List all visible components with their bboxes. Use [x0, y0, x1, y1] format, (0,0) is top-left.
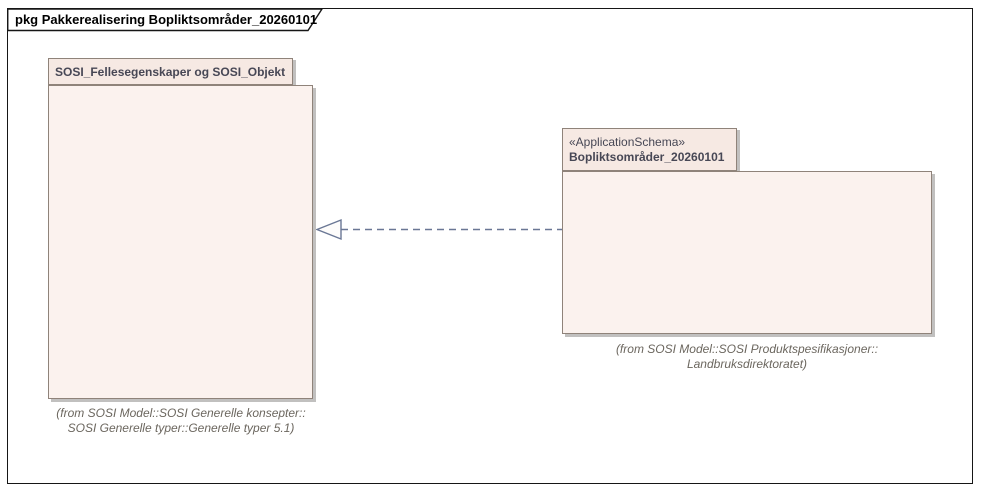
package-body[interactable]: [562, 171, 932, 334]
package-from-note: (from SOSI Model::SOSI Generelle konsept…: [20, 406, 342, 436]
package-name: SOSI_Fellesegenskaper og SOSI_Objekt: [55, 64, 286, 79]
from-note-line: (from SOSI Model::SOSI Generelle konsept…: [56, 406, 306, 420]
package-body[interactable]: [48, 85, 313, 399]
from-note-line: (from SOSI Model::SOSI Produktspesifikas…: [615, 342, 879, 356]
package-from-note: (from SOSI Model::SOSI Produktspesifikas…: [560, 342, 934, 372]
from-note-line: SOSI Generelle typer::Generelle typer 5.…: [67, 421, 295, 435]
package-stereotype: «ApplicationSchema»: [569, 135, 686, 149]
frame-title: pkg Pakkerealisering Bopliktsområder_202…: [15, 12, 318, 27]
diagram-frame: [7, 8, 973, 484]
package-tab[interactable]: «ApplicationSchema» Bopliktsområder_2026…: [562, 128, 737, 171]
package-tab[interactable]: SOSI_Fellesegenskaper og SOSI_Objekt: [48, 58, 293, 85]
from-note-line: Landbruksdirektoratet): [686, 357, 808, 371]
package-name: Bopliktsområder_20260101: [569, 150, 725, 164]
